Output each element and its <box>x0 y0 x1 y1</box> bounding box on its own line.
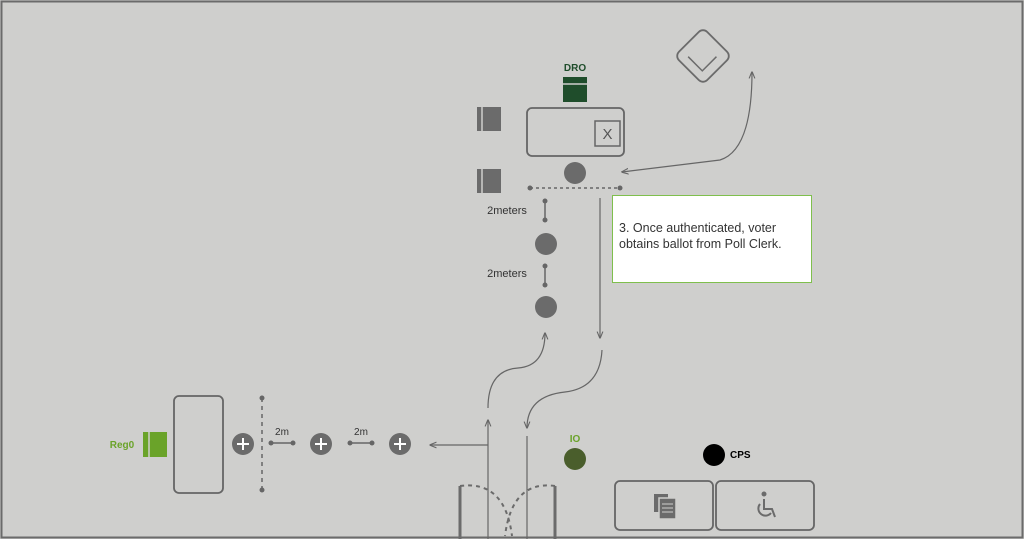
io-label: IO <box>570 434 581 445</box>
voting-screen-icon <box>477 169 501 193</box>
entrance-doors <box>458 484 557 539</box>
flow-arrow-to-queue <box>487 333 545 409</box>
io-officer <box>564 448 586 470</box>
distance-marker-left-a <box>268 440 296 446</box>
wheelchair-icon <box>757 491 776 518</box>
accessibility-table <box>715 480 815 531</box>
dro-flag-icon <box>563 77 587 102</box>
voter-queue-2 <box>535 296 557 318</box>
cps-label: CPS <box>730 450 751 461</box>
ballot-box-icon <box>594 120 621 147</box>
distance-marker-lower <box>542 263 548 288</box>
distance-label-upper: 2meters <box>487 205 527 217</box>
ballot-card-icon <box>676 29 730 83</box>
ballot-box-mark: X <box>602 126 612 143</box>
distance-label-lower: 2meters <box>487 268 527 280</box>
voter-at-table <box>564 162 586 184</box>
flow-arrow-exit <box>527 349 603 428</box>
voting-screen-icon <box>477 107 501 131</box>
voter-queue-1 <box>535 233 557 255</box>
documents-icon <box>654 494 677 520</box>
registration-table <box>173 395 224 494</box>
distance-label-left-a: 2m <box>275 427 289 438</box>
distance-marker-upper <box>542 198 548 223</box>
distance-label-left-b: 2m <box>354 427 368 438</box>
reg0-flag-icon <box>143 432 167 457</box>
plus-circle-icon <box>310 433 332 455</box>
plus-circle-icon <box>232 433 254 455</box>
step-callout: 3. Once authenticated, voter obtains bal… <box>612 195 812 283</box>
flow-arrow-to-ballot <box>622 72 752 172</box>
plus-circle-icon <box>389 433 411 455</box>
documents-table <box>614 480 714 531</box>
dro-label: DRO <box>564 63 586 74</box>
cps-officer <box>703 444 725 466</box>
distance-marker-left-b <box>347 440 375 446</box>
reg0-label: Reg0 <box>110 440 135 451</box>
